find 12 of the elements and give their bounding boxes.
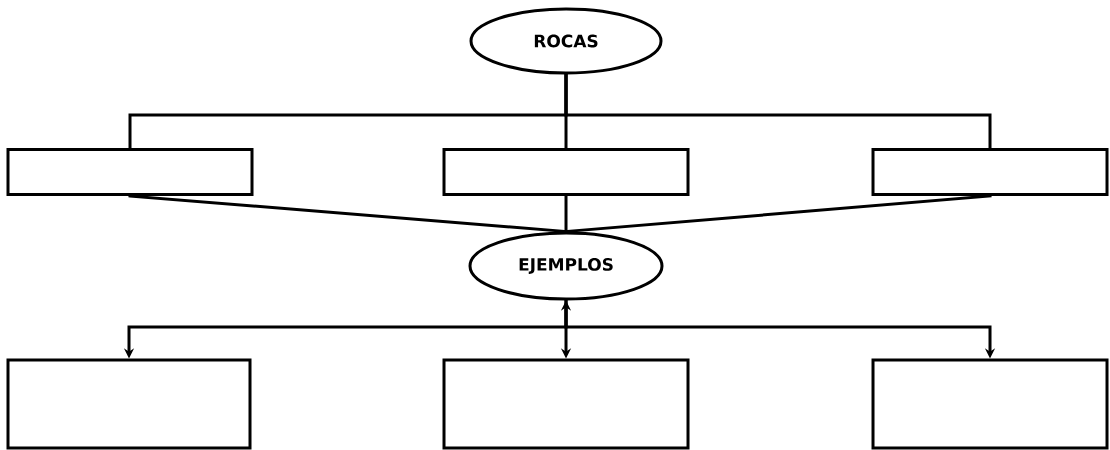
empty-box bbox=[871, 148, 1109, 196]
empty-box bbox=[6, 358, 252, 450]
connector bbox=[564, 194, 992, 233]
connector bbox=[564, 73, 992, 150]
ellipse-node: EJEMPLOS bbox=[468, 231, 664, 301]
ellipse-node: ROCAS bbox=[469, 7, 663, 75]
empty-box bbox=[442, 148, 690, 196]
empty-box bbox=[871, 358, 1109, 450]
connector bbox=[564, 194, 568, 233]
connector bbox=[128, 194, 568, 233]
empty-box bbox=[442, 358, 690, 450]
empty-box bbox=[6, 148, 254, 196]
